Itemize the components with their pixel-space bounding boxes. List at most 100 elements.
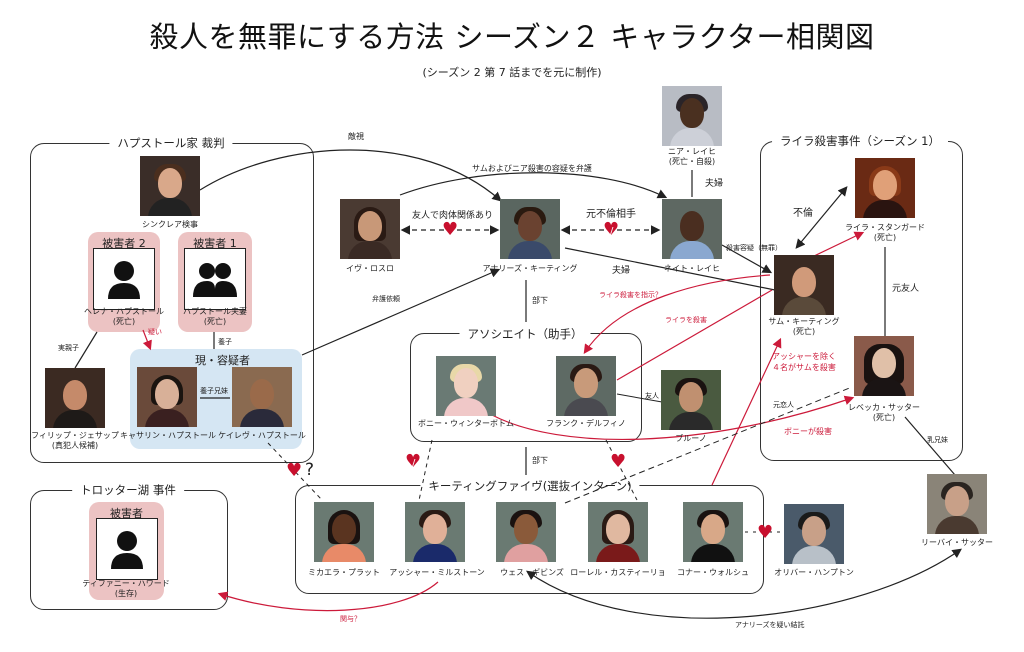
label-suspicion: 疑い (148, 328, 162, 336)
line-nate-sam (721, 244, 773, 274)
group-hapstall-label: ハプストール家 裁判 (109, 135, 233, 151)
photo-asher[interactable] (405, 502, 465, 562)
name-helena-main: ヘレナ・ハプストール (84, 307, 164, 316)
photo-sam[interactable] (774, 255, 834, 315)
line-involved (217, 581, 439, 612)
photo-levi[interactable] (927, 474, 987, 534)
photo-sinclair[interactable] (140, 156, 200, 216)
name-tiffany-main: ティファニー・ハワード (82, 579, 170, 588)
name-nate: ネイト・レイヒ (664, 264, 720, 273)
line-defends (399, 172, 668, 199)
name-tiffany: ティファニー・ハワード(生存) (82, 579, 170, 599)
line-hostility (199, 149, 502, 202)
line-rebecca-levi (904, 416, 956, 476)
group-lila-label: ライラ殺害事件（シーズン 1） (772, 133, 948, 149)
line-sam-lila (795, 186, 848, 249)
label-friend: 友人 (645, 392, 659, 400)
line-wes-rebecca (564, 386, 853, 504)
name-sam-main: サム・キーティング (768, 317, 840, 326)
photo-wes[interactable] (496, 502, 556, 562)
name-sam: サム・キーティング(死亡) (768, 317, 839, 337)
victim-2-photo-frame (93, 248, 155, 310)
name-helena: ヘレナ・ハプストール(死亡) (84, 307, 164, 327)
line-helena-philip (74, 331, 98, 369)
heart-icon-frank-laurel: ♥ (610, 451, 627, 472)
label-married-sam: 夫婦 (612, 266, 631, 276)
broken-heart-icon-annalise-nate: ♥/ (603, 219, 620, 240)
name-sinclair: シンクレア検事 (142, 220, 198, 229)
label-adopted-siblings: 養子兄妹 (200, 387, 228, 395)
photo-eve[interactable] (340, 199, 400, 259)
photo-oliver[interactable] (784, 504, 844, 564)
label-four-killed-sam-2: ４名がサムを殺害 (772, 363, 836, 372)
label-four-killed-sam-1: アッシャーを除く (772, 352, 836, 361)
photo-bonnie[interactable] (436, 356, 496, 416)
victim-1-title: 被害者 1 (193, 237, 237, 250)
label-affair: 不倫 (793, 208, 813, 219)
name-lila-main: ライラ・スタンガード (845, 223, 925, 232)
line-sam-lila-red (811, 231, 865, 258)
victim-1-photo-frame (184, 248, 246, 310)
photo-michaela[interactable] (314, 502, 374, 562)
line-caleb-michaela (267, 442, 323, 501)
photo-bruno[interactable] (661, 370, 721, 430)
name-bruno: ブルーノ (675, 434, 707, 443)
group-associates-label: アソシエイト（助手） (459, 326, 591, 342)
label-married-nia: 夫婦 (705, 179, 724, 189)
line-bonnie-killed (491, 395, 855, 441)
name-connor: コナー・ウォルシュ (677, 568, 749, 577)
broken-heart-icon-bonnie-asher: ♥/ (405, 451, 422, 472)
victim-card-1: 被害者 1 (178, 232, 252, 332)
heart-icon-caleb-michaela: ♥ (286, 460, 303, 481)
line-bonnie-asher (417, 439, 433, 506)
name-sam-status: (死亡) (792, 327, 816, 336)
victim-card-trotter: 被害者 (89, 502, 164, 600)
label-killed-lila: ライラを殺害 (665, 316, 707, 324)
name-michaela: ミカエラ・プラット (308, 568, 380, 577)
photo-lila[interactable] (855, 158, 915, 218)
line-frank-laurel (605, 439, 638, 501)
photo-frank[interactable] (556, 356, 616, 416)
name-philip-status: (真犯人候補) (51, 441, 99, 450)
photo-caleb[interactable] (232, 367, 292, 427)
label-involved: 関与？ (340, 615, 361, 623)
label-suspect-annalise: アナリーズを疑い結託 (735, 621, 805, 629)
name-levi: リーバイ・サッター (921, 538, 993, 547)
name-eve: イヴ・ロスロ (346, 264, 394, 273)
current-suspects-label: 現・容疑者 (195, 354, 250, 367)
line-suspect-annalise (526, 548, 962, 619)
line-defense-request (301, 268, 501, 356)
photo-annalise[interactable] (500, 199, 560, 259)
name-couple-status: (死亡) (203, 317, 227, 326)
label-ex-friend: 元友人 (892, 284, 920, 294)
line-four-killed-sam (711, 337, 782, 486)
photo-laurel[interactable] (588, 502, 648, 562)
name-nia: ニア・レイヒ(死亡・自殺) (668, 147, 716, 167)
name-helena-status: (死亡) (112, 317, 136, 326)
label-hostility: 敵視 (348, 132, 364, 141)
label-subordinate-2: 部下 (532, 456, 548, 465)
name-annalise: アナリーズ・キーティング (482, 264, 578, 273)
photo-nate[interactable] (662, 199, 722, 259)
line-frank-bruno (616, 393, 663, 403)
person-silhouette-icon (108, 261, 140, 299)
group-trotter-label: トロッター湖 事件 (72, 482, 184, 498)
label-ex-affair: 元不倫相手 (586, 209, 636, 220)
photo-connor[interactable] (683, 502, 743, 562)
name-tiffany-status: (生存) (114, 589, 138, 598)
name-asher: アッシャー・ミルストーン (389, 568, 485, 577)
name-oliver: オリバー・ハンプトン (774, 568, 854, 577)
name-caleb: ケイレヴ・ハプストール (218, 431, 306, 440)
photo-nia[interactable] (662, 86, 722, 146)
name-catherine: キャサリン・ハプストール (120, 431, 216, 440)
people-silhouette-icon (193, 263, 237, 297)
name-rebecca-main: レベッカ・サッター (848, 403, 920, 412)
page-title: 殺人を無罪にする方法 シーズン２ キャラクター相関図 (149, 20, 875, 54)
photo-catherine[interactable] (137, 367, 197, 427)
line-killed-lila (616, 289, 773, 381)
page-subtitle: (シーズン 2 第 7 話までを元に制作) (422, 66, 602, 79)
photo-philip[interactable] (45, 368, 105, 428)
name-laurel: ローレル・カスティーリョ (570, 568, 666, 577)
label-biological-child: 実親子 (58, 344, 79, 352)
photo-rebecca[interactable] (854, 336, 914, 396)
